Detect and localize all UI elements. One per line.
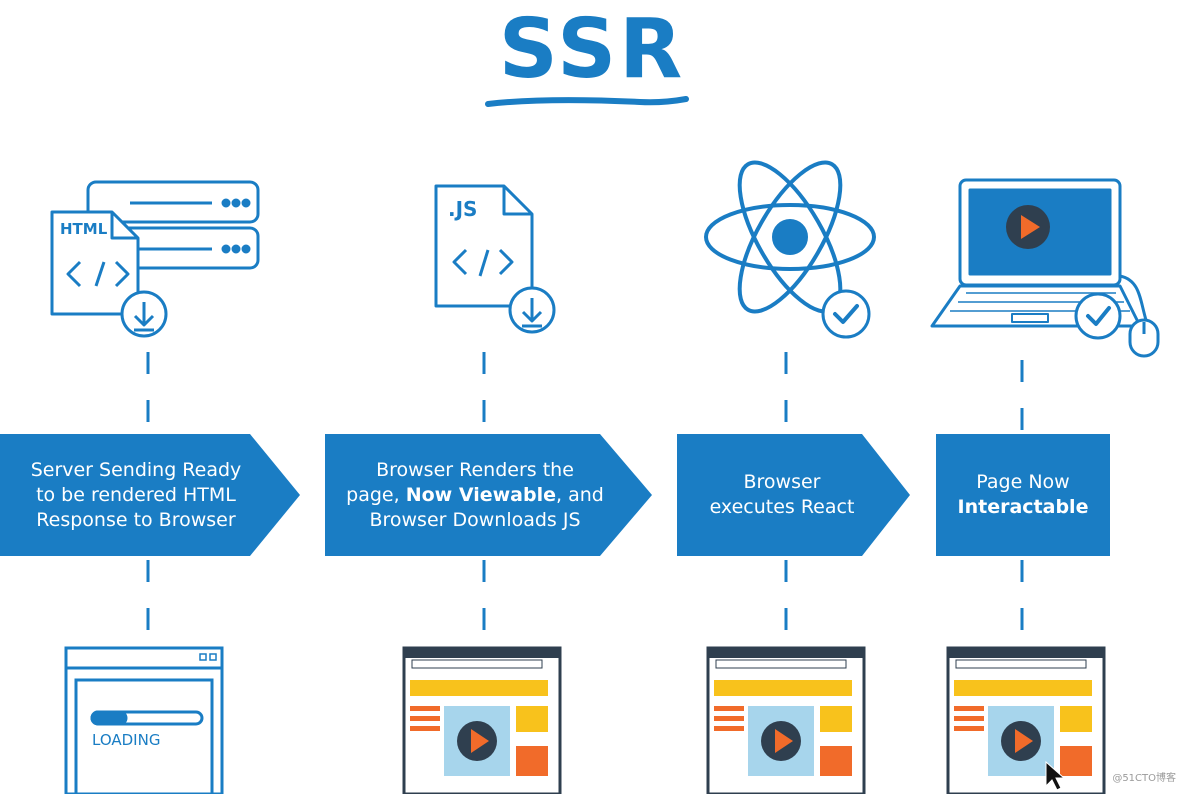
step-1-text: Server Sending Ready to be rendered HTML… [0,434,272,556]
step-3-line-1: Browser [743,471,821,493]
step-4-interactable: Interactable [957,496,1089,518]
loading-browser-window [64,646,224,794]
interactive-page-window-with-cursor [946,646,1106,794]
rendered-page-window-3 [706,646,866,794]
step-2-line-2-post: , and [555,483,604,506]
step-4-text: Page Now Interactable [936,434,1110,556]
laptop-play-triangle [1021,215,1040,239]
step-1-line-2: to be rendered HTML [36,483,236,506]
step-3-arrow [677,434,910,556]
title-area: SSR [0,0,1184,120]
step-2-line-1: Browser Renders the [376,458,574,481]
step-1-line-3: Response to Browser [36,508,236,531]
laptop-check-icon [930,178,1160,358]
html-file-server-icon [50,180,260,338]
page-title: SSR [498,2,686,97]
step-3-text: Browser executes React [677,434,887,556]
step-1-arrow [0,434,300,556]
step-1-line-1: Server Sending Ready [30,458,242,481]
step-4-box [936,434,1110,556]
step-4-line-1: Page Now [976,471,1070,493]
step-2-arrow [325,434,652,556]
mouse-cursor-icon [1045,760,1066,791]
rendered-page-window-2 [402,646,562,794]
title-underline [485,96,689,107]
step-2-line-2: page, Now Viewable, and [346,483,604,508]
step-2-line-2-pre: page, [346,483,406,506]
react-atom-check-icon [704,160,876,339]
watermark: @51CTO博客 [1112,773,1176,784]
step-3-line-2: executes React [709,496,855,518]
step-2-line-3: Browser Downloads JS [369,508,581,531]
js-file-label: .JS [448,197,477,221]
step-2-now-viewable: Now Viewable [405,483,556,506]
dashed-connectors [146,352,1024,640]
js-file-download-icon [434,184,556,334]
step-2-text: Browser Renders the page, Now Viewable, … [325,434,625,556]
html-file-label: HTML [60,220,108,238]
loading-label: LOADING [92,731,160,749]
